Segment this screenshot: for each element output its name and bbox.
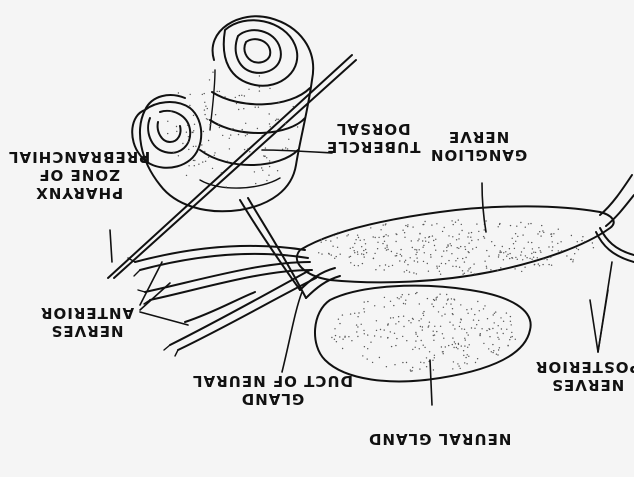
- anterior-nerves-label: NERVES ANTERIOR: [40, 304, 134, 340]
- dorsal-tubercle-label-line-1: TUBERCLE: [326, 138, 420, 156]
- anterior-nerves-label-line-1: NERVES: [40, 322, 134, 340]
- prebranchial-zone-label-line-3: PREBRANCHIAL: [8, 148, 150, 166]
- anterior-nerves-label-line-2: ANTERIOR: [40, 304, 134, 322]
- posterior-nerves-label-line-1: NERVES: [535, 376, 634, 394]
- dorsal-tubercle-label: TUBERCLE DORSAL: [326, 120, 420, 156]
- duct-of-neural-gland-label-line-1: GLAND: [192, 390, 353, 408]
- nerve-ganglion-label-line-2: NERVE: [430, 128, 527, 146]
- prebranchial-zone-label-line-1: PHARYNX: [8, 184, 150, 202]
- prebranchial-zone-label: PHARYNX ZONE OF PREBRANCHIAL: [8, 148, 150, 202]
- posterior-nerves-label: NERVES POSTERIOR: [535, 358, 634, 394]
- nerve-ganglion-label-line-1: GANGLION: [430, 146, 527, 164]
- dorsal-tubercle-label-line-2: DORSAL: [326, 120, 420, 138]
- duct-of-neural-gland-label-line-2: DUCT OF NEURAL: [192, 372, 353, 390]
- posterior-nerves-label-line-2: POSTERIOR: [535, 358, 634, 376]
- prebranchial-zone-label-line-2: ZONE OF: [8, 166, 150, 184]
- neural-gland-label-line-1: NEURAL GLAND: [368, 430, 511, 448]
- neural-gland-label: NEURAL GLAND: [368, 430, 511, 448]
- nerve-ganglion-label: GANGLION NERVE: [430, 128, 527, 164]
- duct-of-neural-gland-label: GLAND DUCT OF NEURAL: [192, 372, 353, 408]
